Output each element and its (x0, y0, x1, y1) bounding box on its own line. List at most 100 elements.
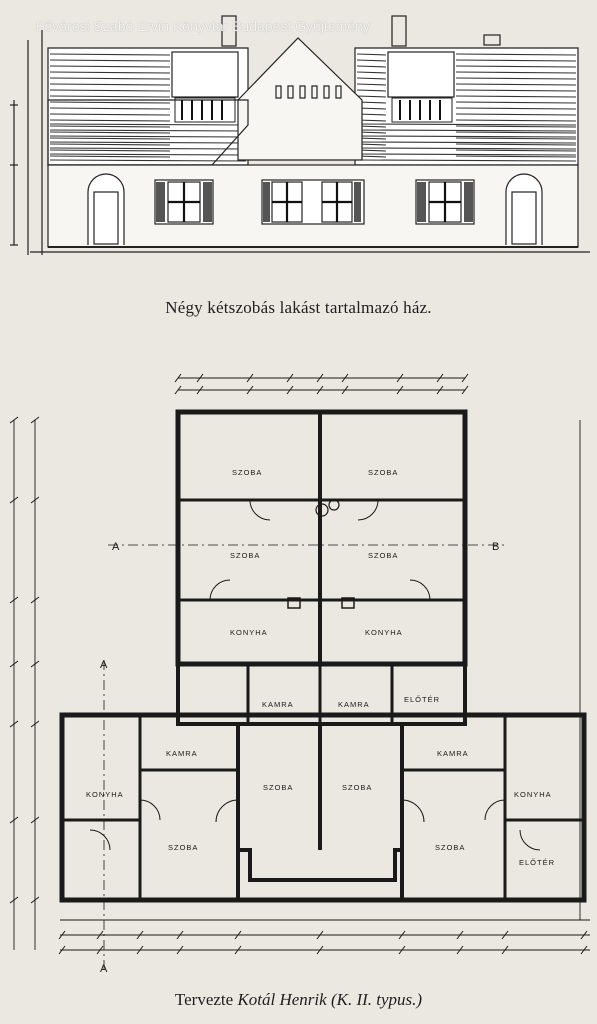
roof-tile-line (49, 159, 247, 162)
room-label-eloter: ELŐTÉR (404, 695, 440, 704)
dimension-tick (9, 720, 19, 728)
roof-tile-line (49, 125, 171, 128)
roof-tile-line (49, 53, 171, 56)
room-label-szoba: SZOBA (368, 468, 398, 477)
dimension-tick (196, 373, 204, 383)
roof-tile-line (455, 59, 577, 62)
dimension-tick (456, 930, 464, 940)
room-label-szoba: SZOBA (342, 783, 372, 792)
dimension-tick (9, 896, 19, 904)
dimension-tick (341, 385, 349, 395)
room-label-kamra: KAMRA (437, 749, 469, 758)
dimension-tick (398, 930, 406, 940)
room-label-szoba: SZOBA (435, 843, 465, 852)
roof-tile-line (356, 153, 577, 156)
dimension-tick (174, 385, 182, 395)
roof-tile-line (49, 65, 171, 68)
dimension-tick (246, 385, 254, 395)
dimension-tick (501, 945, 509, 955)
room-label-szoba: SZOBA (368, 551, 398, 560)
room-label-szoba: SZOBA (263, 783, 293, 792)
dimension-tick (30, 816, 40, 824)
room-label-konyha: KONYHA (86, 790, 124, 799)
roof-tile-line (49, 71, 171, 74)
room-label-kamra: KAMRA (338, 700, 370, 709)
dimension-tick (9, 660, 19, 668)
roof-tile-line (455, 71, 577, 74)
elevation-drawing (10, 15, 590, 255)
roof-tile-line (49, 59, 171, 62)
section-marker-a: A (112, 541, 120, 553)
roof-tile-line (49, 83, 171, 86)
section-marker-a-top: A (100, 659, 108, 671)
roof-tile-line (455, 113, 577, 116)
dimension-tick (316, 373, 324, 383)
section-marker-a-bottom: A (100, 963, 108, 975)
roof-tile-line (356, 65, 387, 68)
roof-tile-line (49, 77, 171, 80)
roof-tile-line (49, 149, 171, 152)
dimension-tick (436, 373, 444, 383)
roof-tile-line (356, 59, 387, 62)
roof-tile-line (455, 125, 577, 128)
roof-tile-line (455, 143, 577, 146)
roof-tile-line (49, 131, 171, 134)
dimension-tick (30, 896, 40, 904)
dimension-tick (30, 416, 40, 424)
roof-tile-line (356, 71, 387, 74)
room-label-konyha: KONYHA (365, 628, 403, 637)
roof-tile-line (455, 101, 577, 104)
room-label-eloter: ELŐTÉR (519, 858, 555, 867)
roof-tile-line (455, 77, 577, 80)
dimension-tick (176, 945, 184, 955)
dimension-tick (136, 945, 144, 955)
dimension-tick (174, 373, 182, 383)
dimension-tick (316, 945, 324, 955)
dimension-tick (580, 930, 588, 940)
roof-tile-line (356, 129, 577, 132)
dimension-tick (456, 945, 464, 955)
dimension-tick (316, 385, 324, 395)
roof-tile-line (49, 107, 171, 110)
roof-tile-line (455, 137, 577, 140)
roof-tile-line (49, 113, 171, 116)
roof-tile-line (356, 135, 577, 138)
room-label-szoba: SZOBA (168, 843, 198, 852)
roof-tile-line (455, 89, 577, 92)
section-marker-b: B (492, 541, 499, 553)
dimension-tick (234, 930, 242, 940)
roof-tile-line (356, 123, 577, 126)
dimension-tick (96, 930, 104, 940)
roof-tile-line (49, 141, 247, 144)
roof-tile-line (356, 147, 577, 150)
watermark-text: Fővárosi Szabó Ervin Könyvtár Budapest G… (36, 18, 370, 34)
dimension-tick (30, 596, 40, 604)
roof-tile-line (49, 137, 171, 140)
dimension-tick (316, 930, 324, 940)
roof-tile-line (49, 147, 247, 150)
dimension-tick (246, 373, 254, 383)
roof-tile-line (49, 153, 247, 156)
roof-tile-line (49, 123, 247, 126)
dimension-tick (96, 945, 104, 955)
roof-tile-line (356, 83, 387, 86)
room-label-kamra: KAMRA (262, 700, 294, 709)
roof-tile-line (455, 149, 577, 152)
roof-tile-line (356, 141, 577, 144)
roof-tile-line (455, 65, 577, 68)
roof-tile-line (49, 129, 247, 132)
roof-tile-line (356, 53, 387, 56)
dimension-tick (234, 945, 242, 955)
roof-tile-line (49, 135, 247, 138)
roof-tile-line (356, 89, 387, 92)
dimension-tick (196, 385, 204, 395)
dimension-tick (9, 416, 19, 424)
dimension-tick (30, 496, 40, 504)
roof-tile-line (455, 119, 577, 122)
roof-tile-line (49, 89, 171, 92)
dimension-tick (9, 596, 19, 604)
roof-tile-line (356, 95, 387, 98)
roof-tile-line (49, 101, 171, 104)
dimension-tick (30, 660, 40, 668)
dimension-tick (58, 930, 66, 940)
